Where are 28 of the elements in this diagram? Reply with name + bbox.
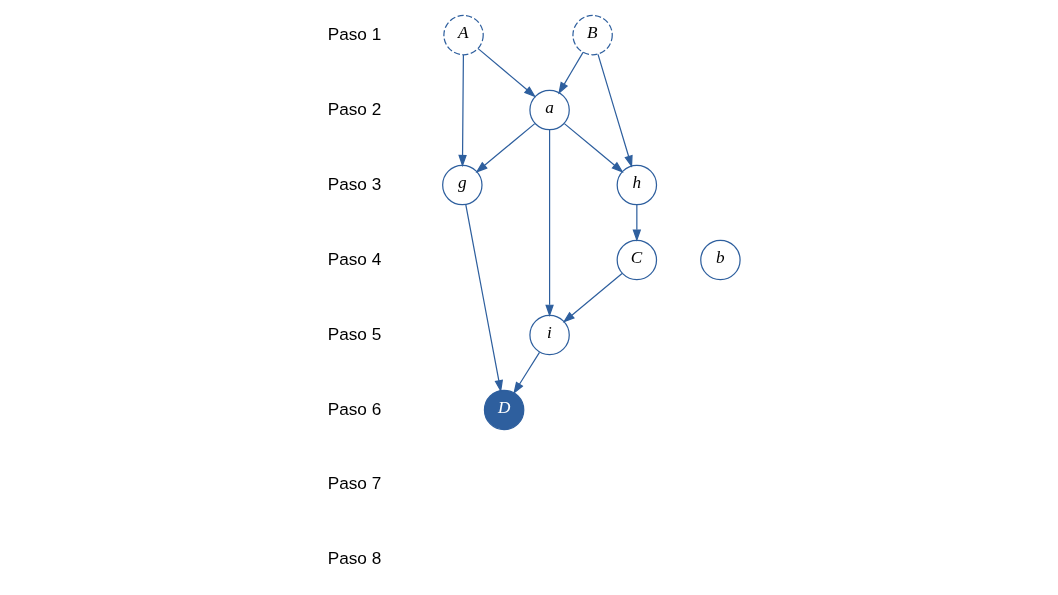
node-circle: A [443,14,484,56]
label: Paso 3 [327,173,382,194]
arrow [597,53,633,168]
label: Paso 2 [327,98,382,119]
label: Paso 6 [327,398,382,419]
node-circle: b [700,239,741,281]
label: Paso 5 [327,323,382,344]
arrow [465,203,503,393]
label: Paso 8 [327,548,382,569]
node-circle: i [529,314,570,356]
arrow [558,51,584,95]
arrow [477,48,537,98]
node-circle: h [616,164,658,206]
node-circle: D [483,389,525,431]
node-circle: B [572,14,613,56]
label: Paso 1 [327,23,382,44]
arrow [545,129,554,317]
label: Paso 7 [327,473,382,494]
arrow [513,351,541,395]
label: Paso 4 [327,248,382,269]
arrow [563,123,624,173]
node-circle: C [616,239,658,281]
arrow [562,272,623,323]
node-circle: a [529,89,570,131]
arrow [458,54,467,168]
arrow [632,204,642,242]
node-circle: g [442,164,483,206]
arrow [475,123,536,173]
